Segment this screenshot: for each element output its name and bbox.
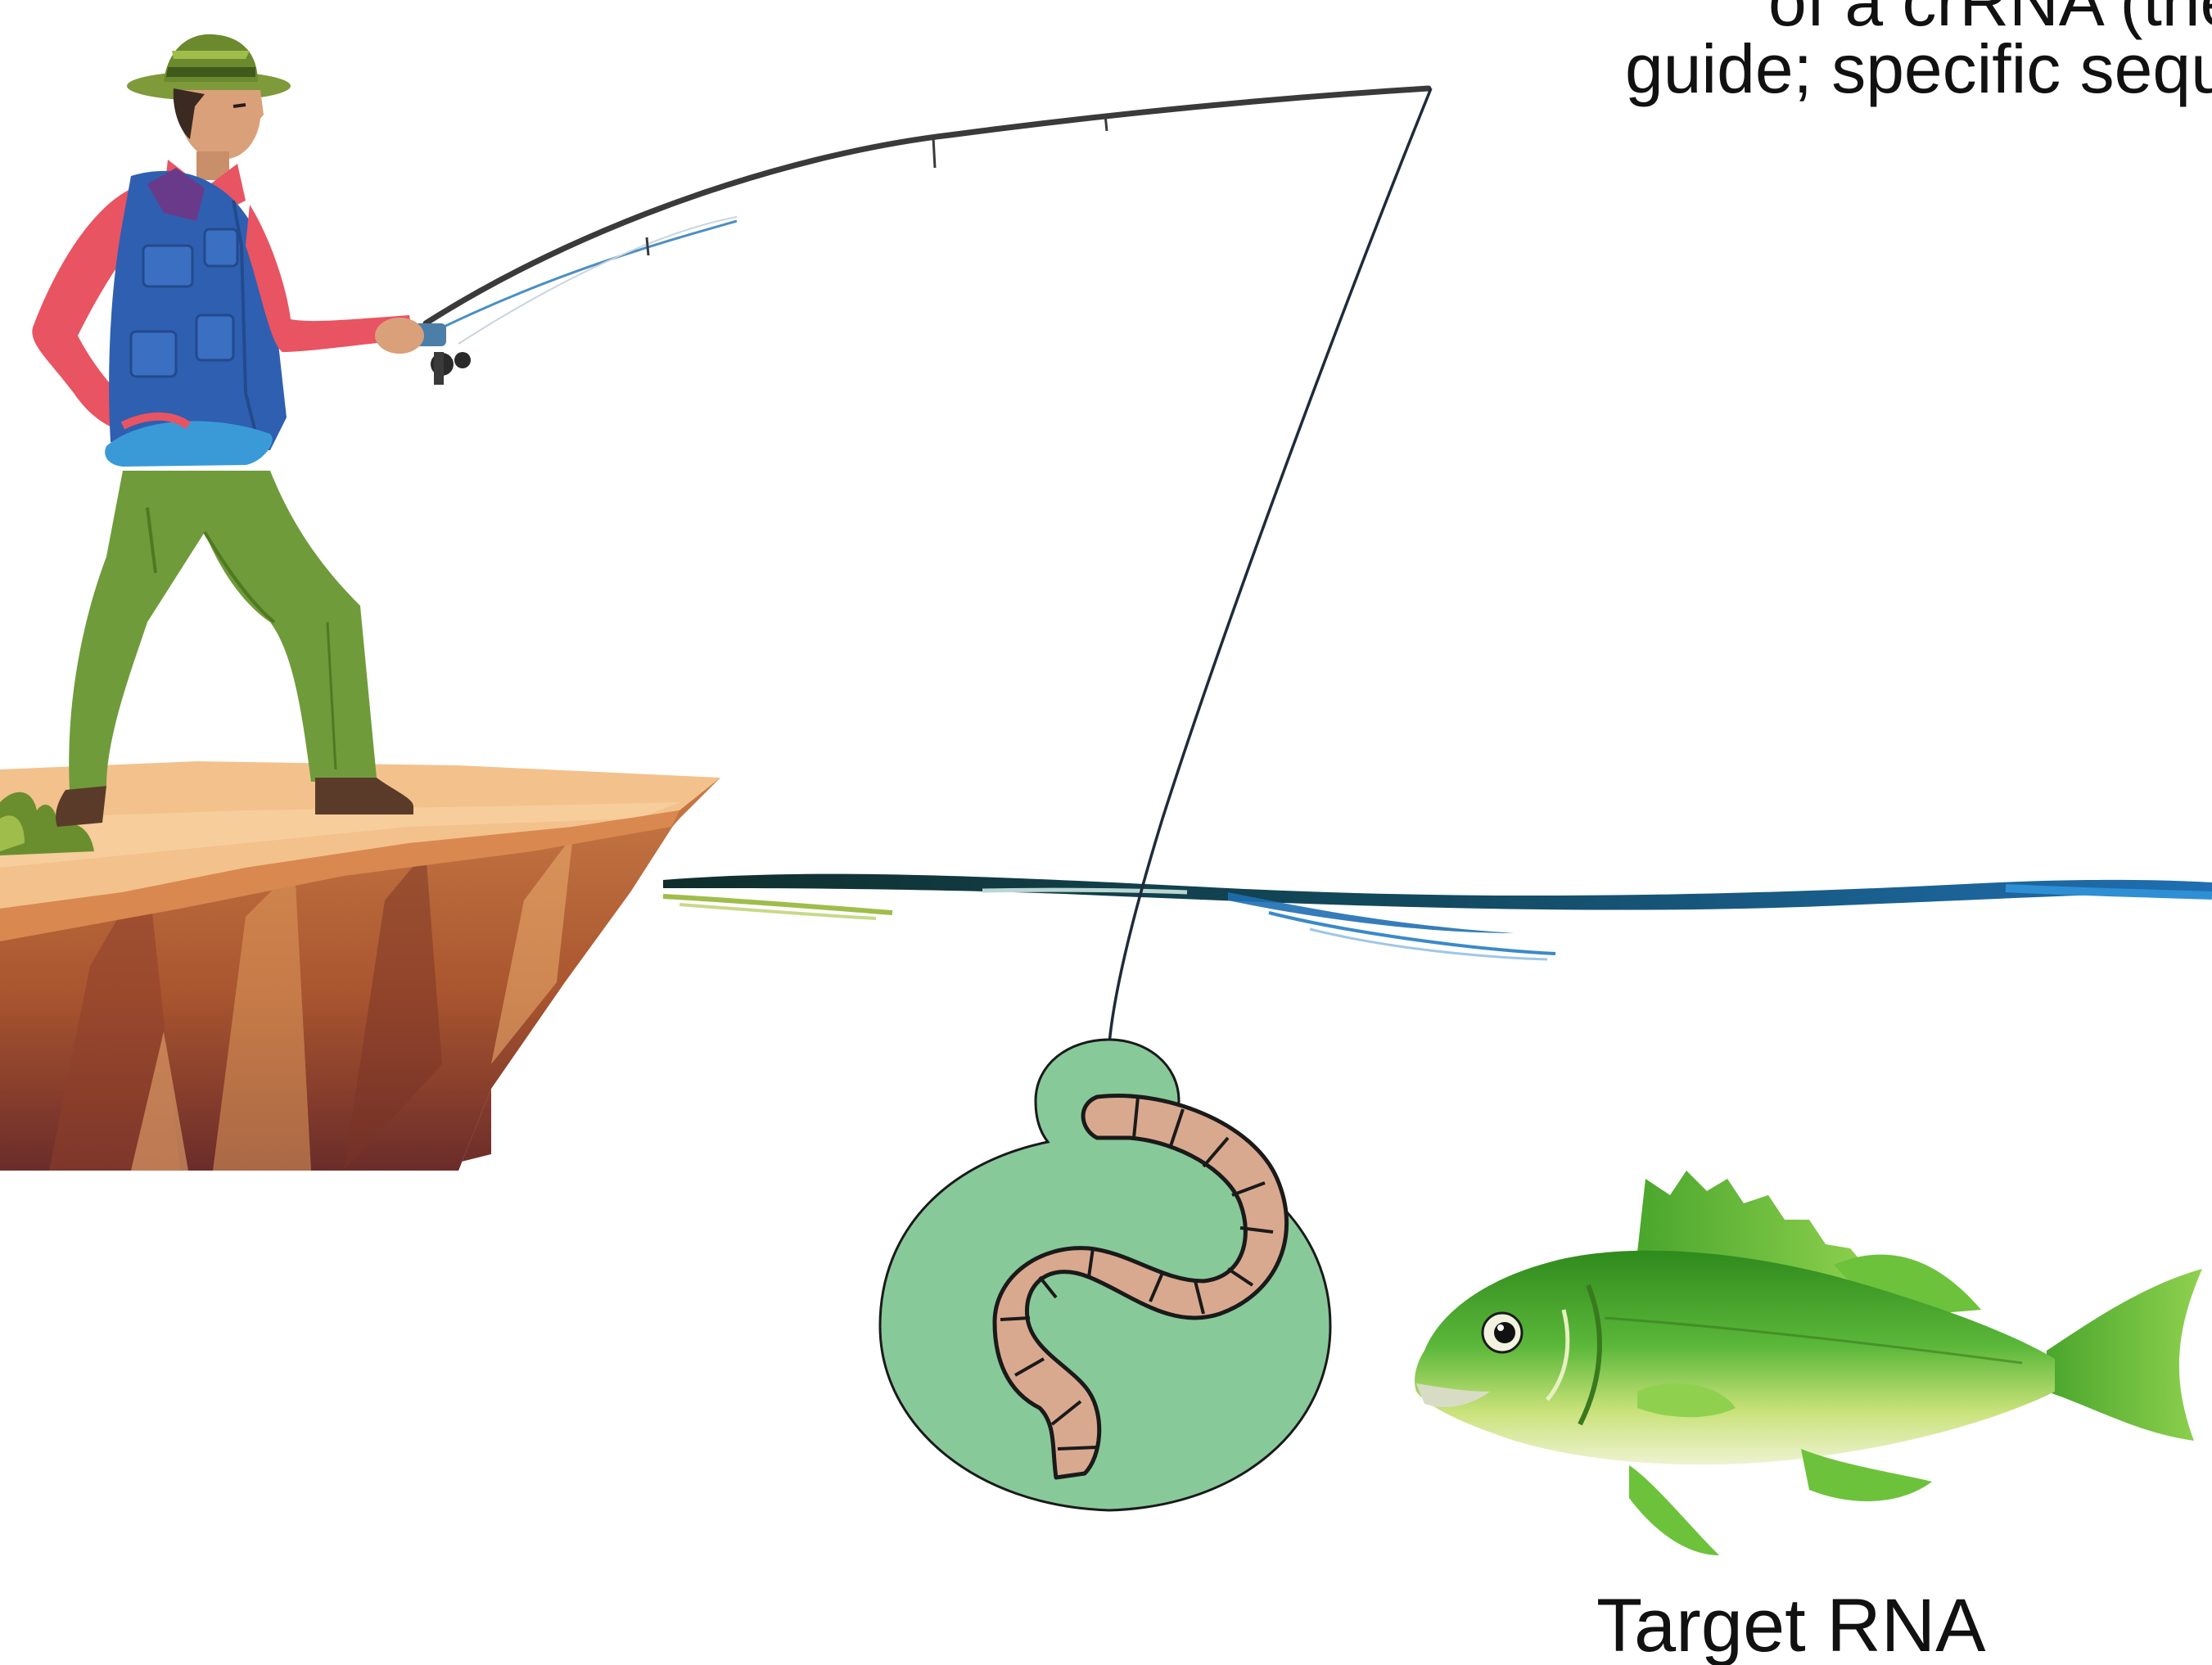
green-fish-target <box>1415 1171 2202 1555</box>
rocky-cliff <box>0 761 720 1171</box>
water-surface <box>663 874 2212 959</box>
caption-top-line-2: guide; specific sequence rec <box>1625 34 2212 103</box>
target-rna-label: Target RNA <box>1596 1588 1986 1663</box>
fisherman-figure <box>32 34 424 827</box>
fishing-rod <box>397 88 1429 385</box>
